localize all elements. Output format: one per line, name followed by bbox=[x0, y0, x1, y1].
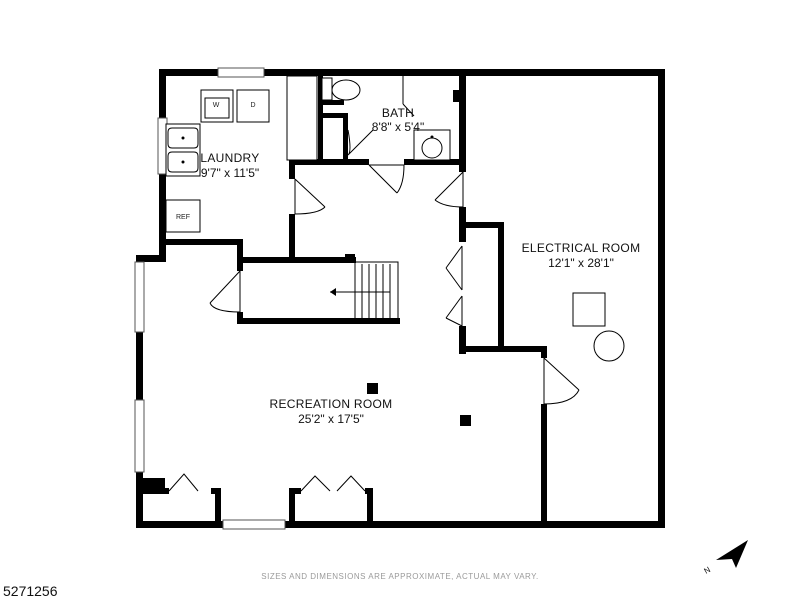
bath-fixtures bbox=[321, 76, 459, 161]
washer-label: W bbox=[213, 102, 220, 109]
room-labels: LAUNDRY 9'7" x 11'5" BATH 8'8" x 5'4" EL… bbox=[200, 106, 640, 426]
refrigerator-icon bbox=[165, 199, 201, 233]
stair-direction-arrow-icon bbox=[330, 288, 336, 296]
laundry-sink-icon bbox=[165, 123, 201, 177]
bath-sink-icon bbox=[421, 137, 443, 159]
laundry-dimensions: 9'7" x 11'5" bbox=[201, 166, 259, 180]
furnace-icon bbox=[572, 292, 606, 327]
north-arrow-icon bbox=[716, 540, 748, 568]
laundry-closet-shelf bbox=[286, 75, 318, 161]
compass: N bbox=[703, 540, 748, 576]
electrical-room-dimensions: 12'1" x 28'1" bbox=[548, 256, 614, 270]
laundry-fixtures: W D REF bbox=[165, 75, 318, 233]
electrical-equipment bbox=[572, 292, 625, 362]
support-column bbox=[460, 415, 471, 426]
laundry-name: LAUNDRY bbox=[200, 151, 259, 165]
toilet-bowl-icon bbox=[331, 79, 361, 101]
bath-name: BATH bbox=[382, 106, 414, 120]
staircase bbox=[330, 261, 399, 323]
windows bbox=[134, 67, 286, 530]
water-heater-icon bbox=[593, 330, 625, 362]
bath-dimensions: 8'8" x 5'4" bbox=[372, 120, 424, 134]
interior-walls bbox=[143, 72, 547, 524]
listing-id: 5271256 bbox=[3, 583, 58, 599]
north-label: N bbox=[703, 565, 713, 576]
disclaimer-text: SIZES AND DIMENSIONS ARE APPROXIMATE, AC… bbox=[261, 572, 539, 581]
dryer-label: D bbox=[250, 102, 255, 109]
recreation-room-name: RECREATION ROOM bbox=[270, 397, 393, 411]
doors bbox=[168, 129, 580, 492]
dryer-icon bbox=[236, 89, 270, 123]
shower-head-icon bbox=[453, 90, 459, 102]
support-column bbox=[367, 383, 378, 394]
electrical-room-name: ELECTRICAL ROOM bbox=[522, 241, 641, 255]
toilet-tank-icon bbox=[321, 77, 333, 101]
refrigerator-label: REF bbox=[176, 214, 190, 221]
recreation-room-dimensions: 25'2" x 17'5" bbox=[298, 412, 364, 426]
